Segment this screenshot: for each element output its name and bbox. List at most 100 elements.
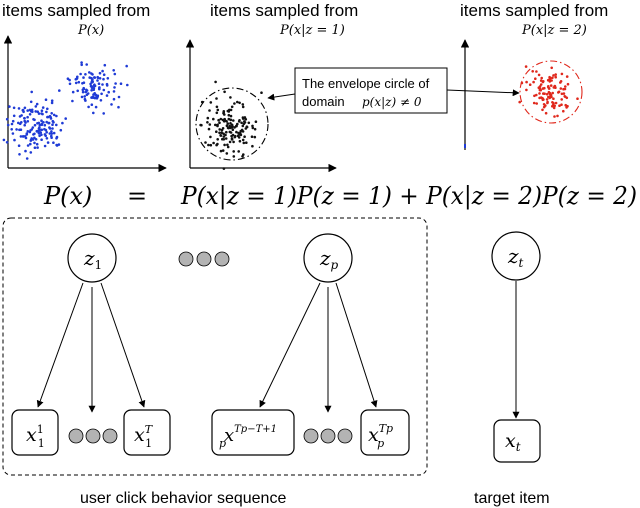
scatter-point xyxy=(209,143,213,147)
scatter-point xyxy=(41,106,45,109)
scatter-point xyxy=(539,83,543,86)
scatter-point xyxy=(549,95,553,98)
scatter-point xyxy=(215,130,218,133)
scatter-point xyxy=(225,124,229,127)
scatter-point xyxy=(36,129,40,133)
scatter-point xyxy=(102,77,105,81)
scatter-point xyxy=(206,116,210,120)
scatter-point xyxy=(215,111,219,115)
scatter-point xyxy=(52,121,55,124)
scatter-point xyxy=(26,115,29,119)
node-x1-1-sub: 1 xyxy=(38,437,45,450)
scatter-point xyxy=(237,150,240,153)
scatter-point xyxy=(28,130,32,134)
scatter-point xyxy=(55,123,58,127)
scatter-point xyxy=(254,120,258,123)
scatter-point xyxy=(93,76,96,79)
scatter-point xyxy=(43,144,47,148)
scatter-point xyxy=(40,138,43,141)
scatter-point xyxy=(26,120,30,123)
scatter-point xyxy=(96,75,99,79)
scatter-point xyxy=(222,135,226,138)
scatter-point xyxy=(74,81,78,85)
scatter-point xyxy=(100,92,103,96)
scatter-point xyxy=(11,132,15,135)
scatter-point xyxy=(10,122,14,126)
scatter-point xyxy=(243,116,247,119)
scatter-point xyxy=(35,142,39,146)
scatter-point xyxy=(199,123,202,127)
node-xp-end-sub: p xyxy=(377,437,384,450)
scatter-point xyxy=(44,128,48,132)
scatter-point xyxy=(537,86,541,89)
scatter-point xyxy=(29,100,33,104)
scatter-point xyxy=(241,105,245,109)
scatter-point xyxy=(59,128,63,132)
scatter-point xyxy=(44,134,47,138)
scatter-point xyxy=(560,92,564,96)
scatter-point xyxy=(34,110,37,113)
scatter-point xyxy=(560,103,563,106)
scatter-point xyxy=(29,151,33,154)
scatter-point xyxy=(17,107,21,110)
scatter-point xyxy=(90,89,93,92)
scatter-point xyxy=(250,135,254,138)
node-xp-start-base: x xyxy=(224,425,234,446)
equation-lhs: P(x) xyxy=(43,182,92,210)
scatter-point xyxy=(87,105,90,109)
scatter-point xyxy=(50,132,53,135)
node-xt-sub: t xyxy=(516,440,521,454)
scatter-point xyxy=(243,135,246,138)
scatter-point xyxy=(48,132,52,135)
panel-2-heading: items sampled from xyxy=(210,1,358,20)
latent-ellipsis xyxy=(178,251,230,267)
scatter-point xyxy=(96,79,99,82)
scatter-point xyxy=(61,121,64,125)
scatter-point xyxy=(576,97,579,100)
scatter-point xyxy=(50,112,53,115)
panel-1-axes xyxy=(3,35,167,173)
scatter-point xyxy=(251,124,254,128)
scatter-point xyxy=(2,138,6,142)
scatter-point xyxy=(102,88,106,92)
scatter-point xyxy=(6,123,10,127)
scatter-point xyxy=(238,132,242,136)
scatter-point xyxy=(226,122,230,125)
node-xp-end-base: x xyxy=(368,424,379,446)
graph-edges xyxy=(36,281,520,419)
scatter-point xyxy=(33,118,36,122)
scatter-point xyxy=(548,75,551,79)
scatter-point xyxy=(64,117,67,120)
scatter-point xyxy=(228,130,232,134)
scatter-point xyxy=(50,101,54,105)
scatter-point xyxy=(50,130,53,133)
scatter-point xyxy=(237,120,241,123)
scatter-point xyxy=(45,137,49,140)
scatter-point xyxy=(545,92,549,96)
panel-3-heading: items sampled from xyxy=(460,1,608,20)
scatter-point xyxy=(49,117,53,120)
scatter-point xyxy=(106,77,110,80)
scatter-point xyxy=(29,142,32,146)
scatter-point xyxy=(554,73,557,76)
scatter-point xyxy=(105,84,109,87)
scatter-point xyxy=(48,114,52,118)
scatter-point xyxy=(253,127,257,131)
scatter-point xyxy=(25,157,29,160)
scatter-point xyxy=(222,167,226,170)
scatter-point xyxy=(75,77,78,81)
scatter-point xyxy=(562,92,566,95)
item-ellipsis-1 xyxy=(68,428,118,444)
svg-text:zp: zp xyxy=(319,246,339,272)
scatter-point xyxy=(221,127,225,130)
scatter-point xyxy=(565,96,569,100)
scatter-point xyxy=(23,119,27,123)
scatter-point xyxy=(12,106,16,110)
scatter-point xyxy=(52,141,55,144)
scatter-point xyxy=(93,96,97,100)
scatter-point xyxy=(76,89,79,93)
scatter-point xyxy=(564,103,567,107)
scatter-point xyxy=(216,124,219,128)
